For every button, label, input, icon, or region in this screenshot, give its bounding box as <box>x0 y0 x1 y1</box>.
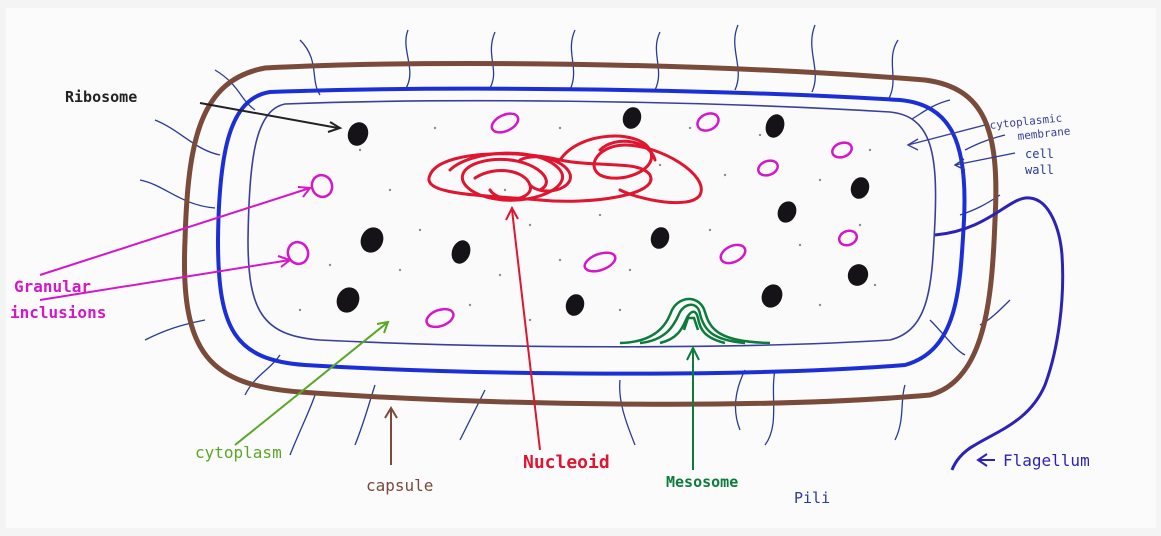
flagellum-label: Flagellum <box>1003 451 1090 470</box>
nucleoid-label: Nucleoid <box>523 452 610 473</box>
ribosome-label: Ribosome <box>65 88 137 106</box>
cytoplasm-label: cytoplasm <box>195 443 282 462</box>
cell-wall-label-line1: cell <box>1025 147 1054 161</box>
pili-label: Pili <box>794 489 830 507</box>
granular-inclusions-label-line1: Granular <box>14 277 91 296</box>
cell-wall-label-line2: wall <box>1025 163 1054 177</box>
mesosome-label: Mesosome <box>666 473 738 491</box>
capsule-label: capsule <box>366 476 433 495</box>
granular-inclusions-label-line2: inclusions <box>10 303 106 322</box>
